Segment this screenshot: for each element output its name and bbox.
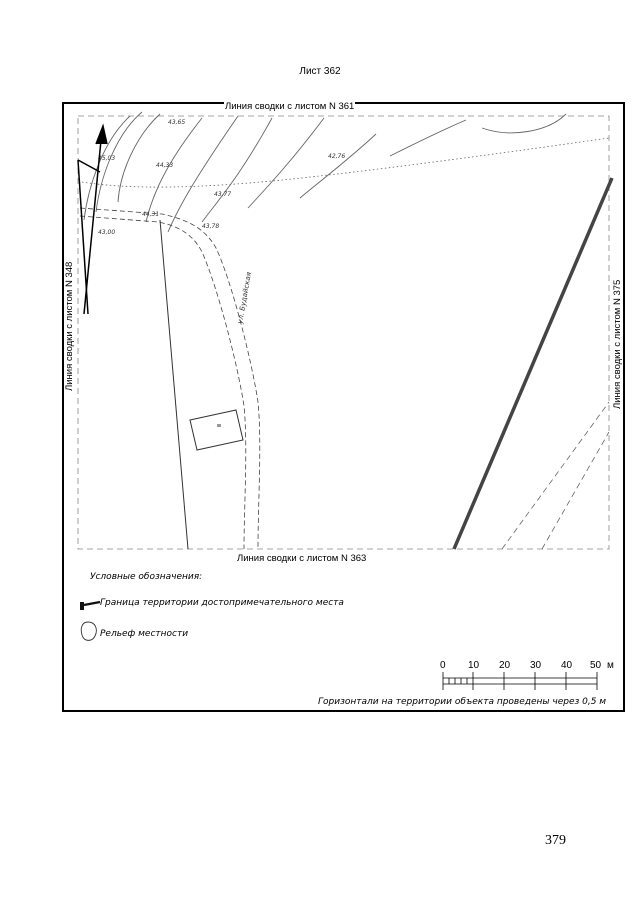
map-drawing: 43,65 45,03 44,33 42,76 43,77 44,31 43,7… xyxy=(62,102,625,712)
map-frame: 43,65 45,03 44,33 42,76 43,77 44,31 43,7… xyxy=(62,102,625,712)
scale-label-20: 20 xyxy=(499,660,511,671)
elevation-label: 44,33 xyxy=(156,162,173,169)
legend-item-boundary: Граница территории достопримечательного … xyxy=(100,598,344,608)
contour-line xyxy=(167,115,239,233)
legend-title: Условные обозначения: xyxy=(90,572,203,582)
elevation-label: 43,77 xyxy=(214,191,231,198)
contour-line xyxy=(481,113,567,134)
page-number: 379 xyxy=(545,833,566,848)
elevation-label: 42,76 xyxy=(328,153,345,160)
scale-label-50: 50 xyxy=(590,660,602,671)
sheet-title: Лист 362 xyxy=(299,66,341,77)
elevation-label: 45,03 xyxy=(98,155,115,162)
contour-line xyxy=(83,115,131,221)
scale-unit: м xyxy=(607,660,614,671)
dashed-lines xyxy=(501,401,610,550)
scale-bar xyxy=(442,672,598,690)
elevation-label: 43,78 xyxy=(202,223,219,230)
summary-label-left: Линия сводки с листом N 348 xyxy=(64,260,75,392)
scale-label-30: 30 xyxy=(530,660,542,671)
building-mark xyxy=(217,424,221,427)
heavy-line xyxy=(452,177,614,550)
contour-lines xyxy=(83,111,567,233)
contour-line xyxy=(201,117,273,223)
scale-label-0: 0 xyxy=(440,660,446,671)
contour-line xyxy=(117,113,161,203)
contour-line xyxy=(247,117,325,209)
street-label: ул. Будайская xyxy=(236,271,253,325)
building xyxy=(189,409,244,451)
contour-interval-note: Горизонтали на территории объекта провед… xyxy=(318,697,607,707)
elevation-label: 44,31 xyxy=(142,211,159,218)
contour-line xyxy=(95,111,143,213)
relief-icon xyxy=(80,621,97,641)
frame-border xyxy=(62,102,625,712)
north-arrow-icon xyxy=(77,123,108,315)
scale-label-10: 10 xyxy=(468,660,480,671)
scale-label-40: 40 xyxy=(561,660,573,671)
summary-label-top: Линия сводки с листом N 361 xyxy=(224,101,356,112)
summary-label-right: Линия сводки с листом N 375 xyxy=(612,278,623,410)
boundary-line xyxy=(159,219,189,550)
summary-label-bottom: Линия сводки с листом N 363 xyxy=(236,553,368,564)
elevation-label: 43,65 xyxy=(168,119,185,126)
contour-line xyxy=(145,117,203,223)
legend-item-relief: Рельеф местности xyxy=(100,629,189,639)
boundary-line-icon xyxy=(80,600,101,610)
elevation-label: 43,00 xyxy=(98,229,115,236)
contour-line xyxy=(389,119,467,157)
sheet-summary-line xyxy=(77,115,610,550)
contour-line xyxy=(299,133,377,199)
terrain-dotted-line xyxy=(81,137,610,188)
elevation-labels: 43,65 45,03 44,33 42,76 43,77 44,31 43,7… xyxy=(98,119,345,236)
street-road xyxy=(79,207,261,550)
